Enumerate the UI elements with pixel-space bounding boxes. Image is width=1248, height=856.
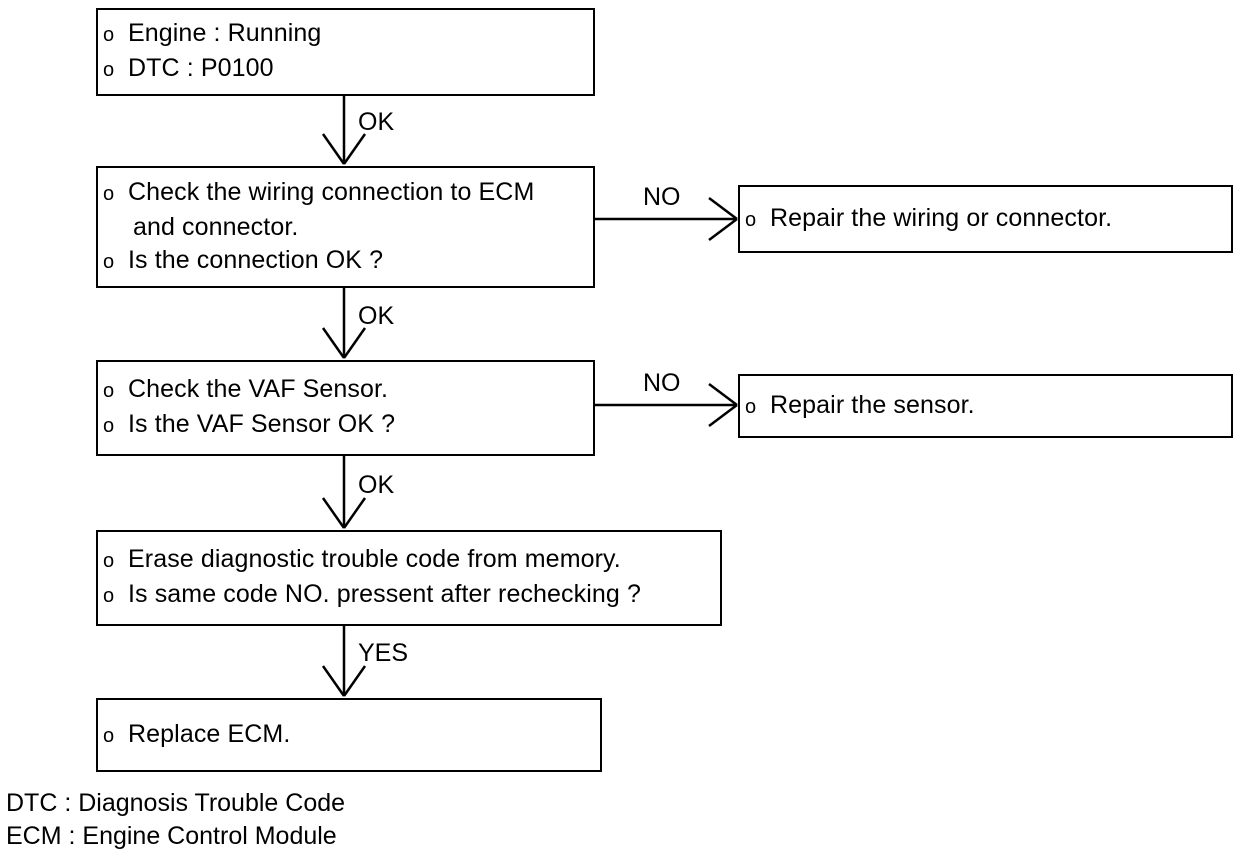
edge-label-yes: YES — [358, 639, 409, 667]
edge-label-no-1: NO — [643, 183, 681, 211]
list-item: o Is the VAF Sensor OK ? — [98, 408, 593, 443]
bullet-icon: o — [103, 24, 115, 46]
bullet-icon: o — [103, 59, 115, 81]
list-item: o Replace ECM. — [98, 718, 600, 753]
box-check-wiring: o Check the wiring connection to ECM and… — [96, 166, 595, 288]
list-item: o Repair the sensor. — [740, 389, 1231, 424]
box-repair-sensor: o Repair the sensor. — [738, 374, 1233, 438]
box-repair-wiring: o Repair the wiring or connector. — [738, 185, 1233, 253]
box-start: o Engine : Running o DTC : P0100 — [96, 8, 595, 96]
bullet-icon: o — [103, 380, 115, 402]
list-item: o Is same code NO. pressent after rechec… — [98, 578, 720, 613]
box-erase-code: o Erase diagnostic trouble code from mem… — [96, 530, 722, 626]
box-check-vaf-sensor: o Check the VAF Sensor. o Is the VAF Sen… — [96, 360, 595, 456]
edge-label-ok-2: OK — [358, 302, 395, 330]
bullet-icon: o — [103, 182, 115, 205]
box-replace-ecm: o Replace ECM. — [96, 698, 602, 772]
list-item: o Check the wiring connection to ECM — [98, 176, 593, 211]
list-item: o DTC : P0100 — [98, 52, 593, 87]
list-item: o Erase diagnostic trouble code from mem… — [98, 543, 720, 578]
edge-label-ok-3: OK — [358, 471, 395, 499]
list-item-continuation: and connector. — [133, 212, 299, 241]
bullet-icon: o — [745, 208, 757, 231]
edge-label-no-2: NO — [643, 369, 681, 397]
list-item: o Check the VAF Sensor. — [98, 373, 593, 408]
list-item: o Is the connection OK ? — [98, 244, 593, 279]
edge-label-ok-1: OK — [358, 108, 395, 136]
bullet-icon: o — [103, 724, 115, 747]
legend-dtc: DTC : Diagnosis Trouble Code — [6, 789, 346, 817]
legend-ecm: ECM : Engine Control Module — [6, 822, 337, 850]
list-item: o Engine : Running — [98, 17, 593, 52]
bullet-icon: o — [103, 250, 115, 273]
bullet-icon: o — [745, 395, 757, 418]
bullet-icon: o — [103, 550, 115, 572]
bullet-icon: o — [103, 585, 115, 607]
bullet-icon: o — [103, 415, 115, 437]
list-item: o Repair the wiring or connector. — [740, 202, 1231, 237]
